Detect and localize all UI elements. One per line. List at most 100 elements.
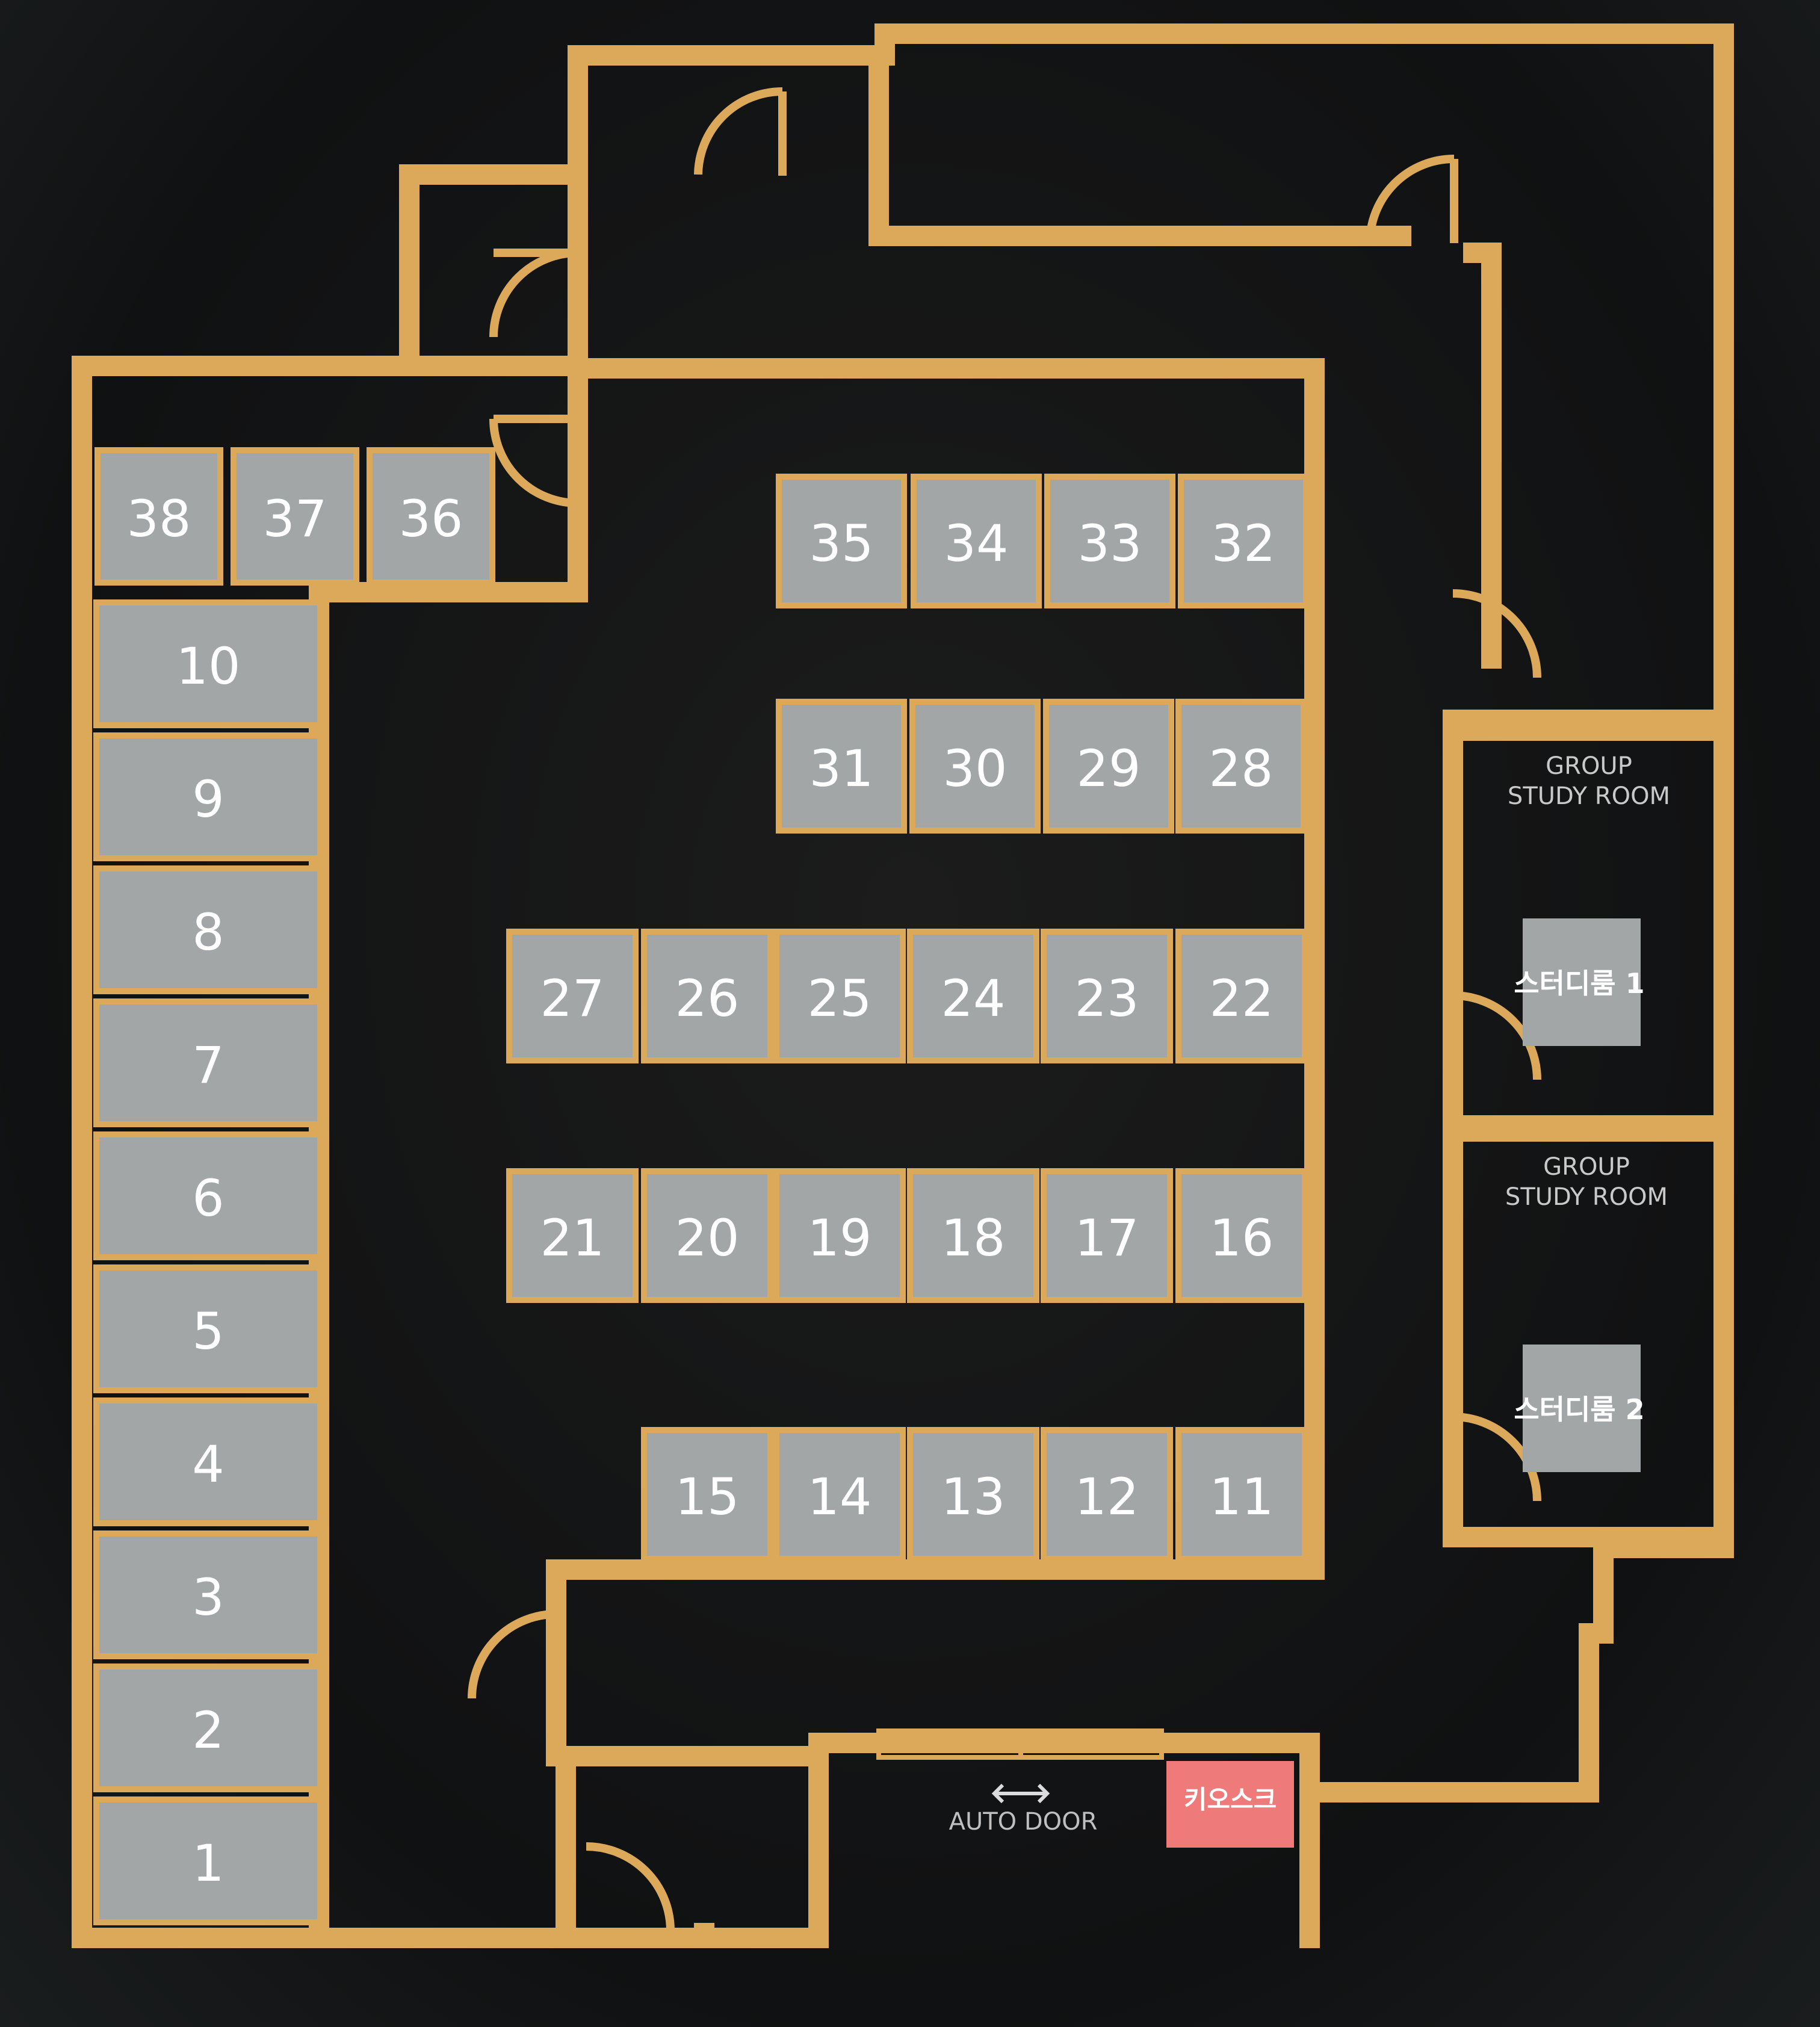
seat-label: 15 xyxy=(675,1467,740,1526)
seat-box xyxy=(1044,474,1175,608)
seat-27[interactable]: 27 xyxy=(506,929,639,1063)
seat-label: 2 xyxy=(192,1701,224,1760)
seat-box xyxy=(1178,474,1309,608)
seat-11[interactable]: 11 xyxy=(1175,1427,1308,1562)
seat-label: 23 xyxy=(1075,969,1139,1028)
seat-31[interactable]: 31 xyxy=(776,699,907,834)
seat-label: 6 xyxy=(192,1169,224,1228)
seat-label: 19 xyxy=(808,1208,872,1267)
seat-33[interactable]: 33 xyxy=(1044,474,1175,608)
seat-label: 18 xyxy=(941,1208,1006,1267)
study-room-2: GROUP STUDY ROOM 스터디룸 2 xyxy=(1505,1153,1668,1472)
seat-30[interactable]: 30 xyxy=(909,699,1041,834)
auto-door-label: AUTO DOOR xyxy=(949,1808,1098,1836)
seat-26[interactable]: 26 xyxy=(641,929,773,1063)
seat-label: 14 xyxy=(808,1467,872,1526)
study-room-2-label: 스터디룸 2 xyxy=(1514,1393,1644,1426)
seat-8[interactable]: 8 xyxy=(93,865,323,994)
seat-1[interactable]: 1 xyxy=(93,1796,323,1925)
seat-label: 28 xyxy=(1209,739,1274,798)
seat-label: 37 xyxy=(263,489,327,548)
seat-label: 29 xyxy=(1077,739,1141,798)
seat-6[interactable]: 6 xyxy=(93,1131,323,1260)
seat-box xyxy=(93,1131,323,1260)
seat-10[interactable]: 10 xyxy=(93,599,323,728)
seat-box xyxy=(773,1427,906,1562)
seat-box xyxy=(641,1168,773,1303)
seat-23[interactable]: 23 xyxy=(1041,929,1173,1063)
seat-22[interactable]: 22 xyxy=(1175,929,1308,1063)
seat-label: 27 xyxy=(540,969,605,1028)
seat-box xyxy=(911,474,1042,608)
study-room-2-button[interactable]: 스터디룸 2 xyxy=(1514,1345,1645,1472)
seat-label: 24 xyxy=(941,969,1006,1028)
seat-20[interactable]: 20 xyxy=(641,1168,773,1303)
seat-box xyxy=(93,1530,323,1659)
study-room-1-button[interactable]: 스터디룸 1 xyxy=(1514,918,1645,1046)
seat-36[interactable]: 36 xyxy=(367,447,495,586)
seat-29[interactable]: 29 xyxy=(1043,699,1174,834)
seat-label: 5 xyxy=(192,1302,224,1361)
kiosk-label: 키오스크 xyxy=(1184,1785,1277,1815)
seat-box xyxy=(367,447,495,586)
seat-box xyxy=(93,1796,323,1925)
seat-28[interactable]: 28 xyxy=(1175,699,1307,834)
seat-label: 17 xyxy=(1075,1208,1139,1267)
seat-box xyxy=(1175,1427,1308,1562)
seat-box xyxy=(641,929,773,1063)
kiosk-button[interactable]: 키오스크 xyxy=(1166,1761,1294,1848)
seat-label: 10 xyxy=(176,637,241,696)
seat-37[interactable]: 37 xyxy=(231,447,359,586)
seat-14[interactable]: 14 xyxy=(773,1427,906,1562)
study-room-1-label: 스터디룸 1 xyxy=(1514,967,1644,1000)
seat-label: 9 xyxy=(192,770,224,829)
seats: 1234567891011121314151617181920212223242… xyxy=(93,447,1309,1925)
seat-label: 13 xyxy=(941,1467,1006,1526)
seat-box xyxy=(93,732,323,861)
seat-3[interactable]: 3 xyxy=(93,1530,323,1659)
seat-box xyxy=(776,474,907,608)
seat-label: 30 xyxy=(943,739,1008,798)
seat-2[interactable]: 2 xyxy=(93,1663,323,1792)
seat-box xyxy=(1041,1168,1173,1303)
seat-label: 21 xyxy=(540,1208,605,1267)
seat-12[interactable]: 12 xyxy=(1041,1427,1173,1562)
seat-35[interactable]: 35 xyxy=(776,474,907,608)
seat-24[interactable]: 24 xyxy=(907,929,1039,1063)
seat-box xyxy=(93,1663,323,1792)
seat-38[interactable]: 38 xyxy=(94,447,223,586)
seat-34[interactable]: 34 xyxy=(911,474,1042,608)
seat-box xyxy=(641,1427,773,1562)
seat-box xyxy=(1041,929,1173,1063)
seat-box xyxy=(93,998,323,1127)
seat-label: 4 xyxy=(192,1435,224,1494)
seat-5[interactable]: 5 xyxy=(93,1264,323,1393)
seat-box xyxy=(1041,1427,1173,1562)
seat-9[interactable]: 9 xyxy=(93,732,323,861)
seat-box xyxy=(506,1168,639,1303)
seat-label: 20 xyxy=(675,1208,740,1267)
seat-label: 22 xyxy=(1210,969,1274,1028)
seat-4[interactable]: 4 xyxy=(93,1397,323,1526)
seat-box xyxy=(907,1168,1039,1303)
seat-32[interactable]: 32 xyxy=(1178,474,1309,608)
seat-label: 35 xyxy=(809,514,874,573)
seat-label: 1 xyxy=(192,1834,224,1893)
seat-box xyxy=(506,929,639,1063)
seat-21[interactable]: 21 xyxy=(506,1168,639,1303)
seat-16[interactable]: 16 xyxy=(1175,1168,1308,1303)
seat-17[interactable]: 17 xyxy=(1041,1168,1173,1303)
seat-box xyxy=(907,1427,1039,1562)
seat-15[interactable]: 15 xyxy=(641,1427,773,1562)
seat-box xyxy=(773,1168,906,1303)
auto-door[interactable]: AUTO DOOR xyxy=(876,1728,1164,1836)
study-room-1: GROUP STUDY ROOM 스터디룸 1 xyxy=(1508,752,1670,1046)
seat-label: 36 xyxy=(399,489,463,548)
seat-7[interactable]: 7 xyxy=(93,998,323,1127)
seat-box xyxy=(773,929,906,1063)
seat-13[interactable]: 13 xyxy=(907,1427,1039,1562)
seat-18[interactable]: 18 xyxy=(907,1168,1039,1303)
seat-25[interactable]: 25 xyxy=(773,929,906,1063)
seat-19[interactable]: 19 xyxy=(773,1168,906,1303)
